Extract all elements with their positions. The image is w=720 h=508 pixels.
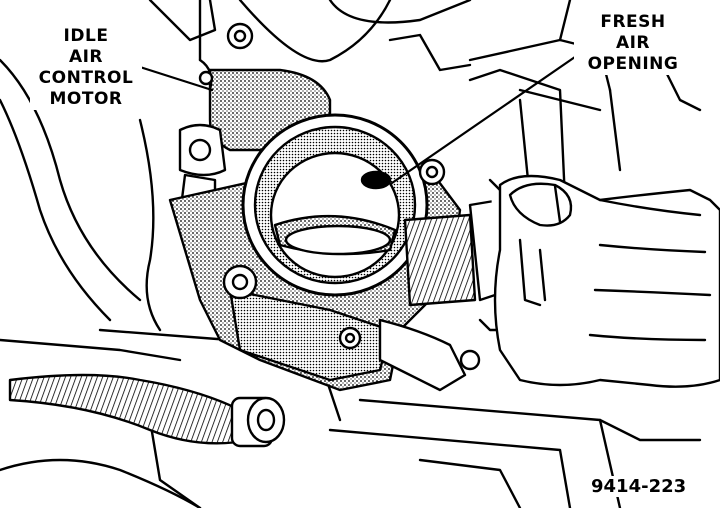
engine-background	[0, 0, 702, 508]
callout-line: CONTROL	[38, 68, 134, 88]
hand	[493, 174, 720, 388]
air-hose	[8, 373, 286, 448]
throttle-bore	[241, 113, 429, 297]
mounting-bolts	[222, 158, 446, 350]
callout-line: MOTOR	[49, 89, 123, 109]
fresh-air-opening-label: FRESH AIR OPENING	[574, 12, 692, 75]
callout-line: AIR	[68, 47, 104, 67]
leader-fresh-air	[390, 46, 590, 185]
callout-line: IDLE	[63, 26, 109, 46]
figure-number: 9414-223	[589, 476, 689, 497]
callout-line: FRESH	[600, 12, 666, 32]
callout-line: OPENING	[587, 54, 679, 74]
callout-line: AIR	[615, 33, 651, 53]
idle-air-control-motor-label: IDLE AIR CONTROL MOTOR	[30, 26, 142, 110]
